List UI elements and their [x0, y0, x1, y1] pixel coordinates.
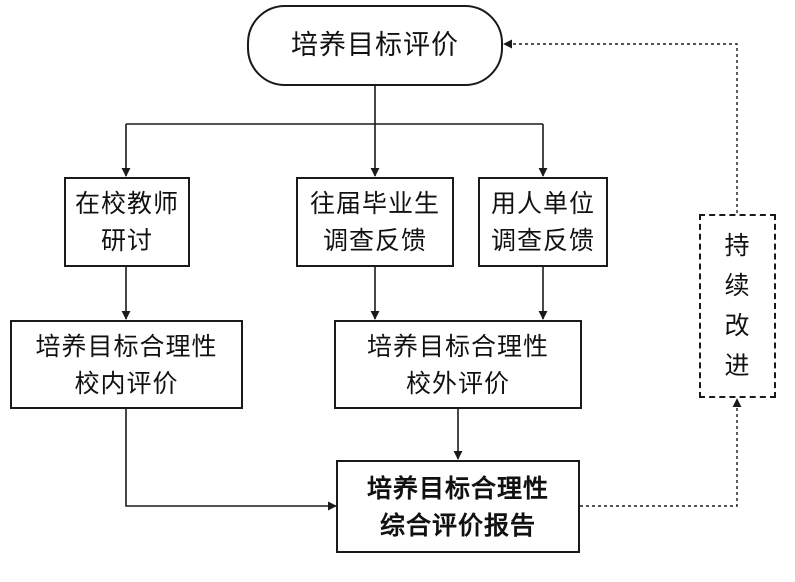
node-comprehensive-report: 培养目标合理性 综合评价报告 [336, 460, 580, 553]
node-label-line2: 综合评价报告 [379, 510, 536, 540]
improve-char: 进 [724, 351, 751, 380]
node-training-goal-evaluation: 培养目标评价 [247, 5, 503, 86]
node-label-line2: 校内评价 [74, 368, 179, 398]
node-label-line1: 培养目标合理性 [35, 331, 218, 361]
arrow-internal-to-report [125, 409, 337, 511]
node-graduate-survey: 往届毕业生 调查反馈 [296, 177, 454, 267]
node-external-evaluation: 培养目标合理性 校外评价 [334, 320, 582, 409]
dotted-improve-to-top [503, 39, 738, 213]
improve-char: 改 [724, 311, 751, 340]
node-top-label: 培养目标评价 [291, 30, 459, 61]
node-internal-evaluation: 培养目标合理性 校内评价 [10, 320, 243, 409]
node-label-line2: 研讨 [100, 226, 153, 255]
node-label-line1: 往届毕业生 [309, 189, 440, 218]
node-label-line1: 在校教师 [74, 189, 179, 218]
improve-char: 续 [724, 271, 751, 300]
node-continuous-improvement: 持 续 改 进 [699, 214, 776, 398]
node-employer-survey: 用人单位 调查反馈 [478, 177, 608, 267]
node-label-line1: 培养目标合理性 [366, 473, 549, 503]
dotted-report-to-improve [580, 398, 742, 507]
node-label-line1: 培养目标合理性 [366, 331, 549, 361]
node-label-line2: 校外评价 [405, 368, 510, 398]
node-label-line2: 调查反馈 [322, 226, 427, 255]
node-teacher-discussion: 在校教师 研讨 [64, 177, 190, 267]
node-label-line2: 调查反馈 [490, 226, 595, 255]
node-label-line1: 用人单位 [490, 189, 595, 218]
improve-char: 持 [724, 231, 751, 260]
